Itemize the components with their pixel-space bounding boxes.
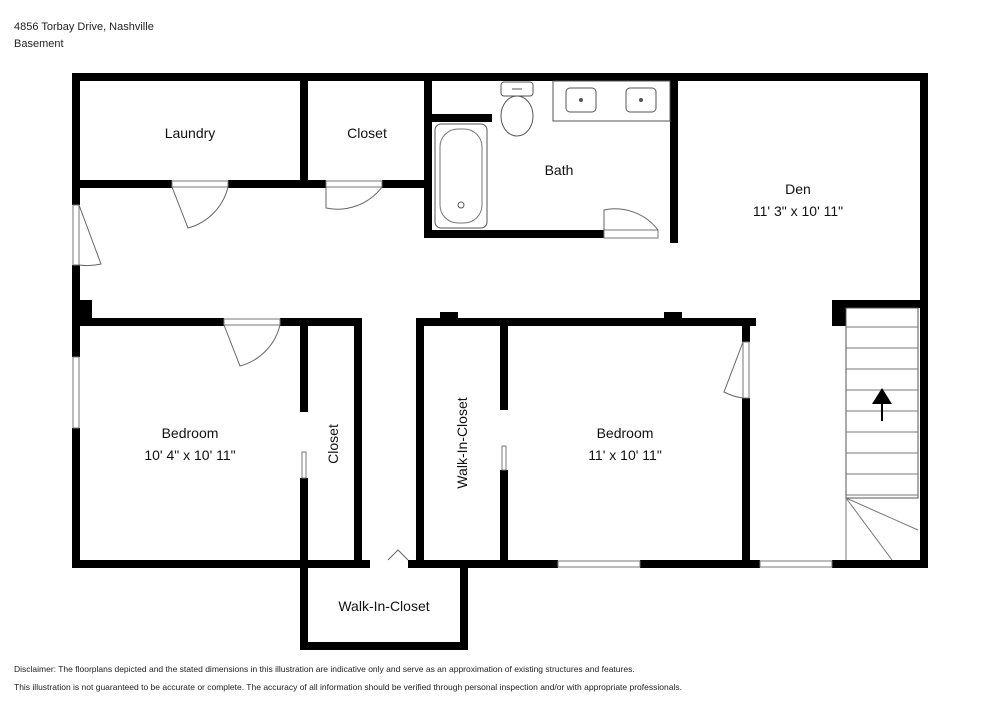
stair-winder-1	[845, 497, 919, 531]
room-label-den: Den	[785, 181, 811, 197]
bedroom-left-door-leaf	[223, 318, 281, 326]
wall-wic-v-right-b	[500, 470, 508, 568]
wall-bath-nook	[432, 114, 492, 122]
wall-bottom-mid2	[640, 560, 760, 568]
wall-stub-a	[440, 312, 458, 320]
wall-top	[72, 73, 928, 81]
wall-laundry-closet	[300, 73, 308, 188]
wall-closet-left-right	[354, 318, 362, 568]
disclaimer-line-2: This illustration is not guaranteed to b…	[14, 682, 682, 692]
drain-icon	[457, 201, 465, 209]
wall-wic-v-right-a	[500, 318, 508, 410]
wall-wic-bottom	[300, 642, 468, 650]
wall-bath-right	[670, 73, 678, 243]
wall-left-mid	[72, 265, 80, 357]
room-label-walk-in-closet-bottom: Walk-In-Closet	[338, 598, 429, 614]
room-label-closet-top: Closet	[347, 125, 387, 141]
wall-stub-left	[80, 300, 92, 318]
closet-left-slider	[301, 451, 307, 479]
bathtub-inner	[439, 128, 483, 224]
bedroom-right-door-swing	[723, 341, 744, 399]
faucet-right	[639, 98, 643, 102]
wall-bath-bottom	[424, 230, 604, 238]
wall-bottom-left	[72, 560, 308, 568]
wall-wic-right	[460, 560, 468, 650]
faucet-left	[579, 98, 583, 102]
window-left	[72, 356, 80, 429]
left-door-leaf	[72, 204, 80, 266]
laundry-door-swing	[171, 186, 229, 229]
bath-door-swing	[603, 208, 659, 231]
wall-closet-left-a	[300, 318, 308, 412]
wall-wic-top-left	[300, 560, 370, 568]
room-label-closet-left: Closet	[325, 424, 341, 464]
room-label-bath: Bath	[545, 162, 574, 178]
wall-stair-top	[832, 300, 928, 308]
wall-laundry-bottom-b	[228, 180, 326, 188]
wall-bottom-mid	[408, 560, 558, 568]
room-dims-bedroom-right: 11' x 10' 11"	[588, 447, 662, 463]
wall-closet-bath	[424, 73, 432, 238]
bath-door-leaf	[603, 229, 659, 239]
bedroom-right-door-leaf	[742, 341, 750, 399]
wall-hall-right-bottom	[416, 318, 756, 326]
wall-hall-left-bottom	[72, 318, 224, 326]
wall-bedroom-right-right-b	[742, 398, 750, 568]
address-text: 4856 Torbay Drive, Nashville	[14, 21, 154, 33]
wic-slider	[501, 445, 507, 471]
wall-closet-bottom	[382, 180, 432, 188]
wall-closet-left-b	[300, 478, 308, 568]
wall-wic-left	[300, 560, 308, 650]
bedroom-left-door-swing	[223, 324, 281, 367]
window-bedroom-right	[557, 560, 641, 568]
room-label-bedroom-left: Bedroom	[162, 425, 219, 441]
toilet-bowl	[500, 95, 534, 137]
wall-hall-left-bottom-b	[280, 318, 362, 326]
stair-winder-2	[845, 497, 893, 561]
window-hall-bottom	[759, 560, 833, 568]
wall-laundry-bottom-a	[72, 180, 172, 188]
room-dims-den: 11' 3" x 10' 11"	[753, 203, 843, 219]
closet-door-leaf	[325, 180, 383, 188]
room-label-bedroom-right: Bedroom	[597, 425, 654, 441]
wall-left-upper	[72, 73, 80, 205]
arrow-up-icon	[872, 388, 892, 421]
wall-bedroom-right-right-a	[742, 318, 750, 342]
floor-label: Basement	[14, 38, 64, 50]
wall-right	[920, 73, 928, 568]
room-label-walk-in-closet-vertical: Walk-In-Closet	[454, 397, 470, 488]
wall-stair-post	[832, 300, 846, 326]
disclaimer-line-1: Disclaimer: The floorplans depicted and …	[14, 664, 635, 674]
wall-bottom-right	[832, 560, 928, 568]
wall-wic-v-left	[416, 318, 424, 568]
room-dims-bedroom-left: 10' 4" x 10' 11"	[144, 447, 235, 463]
wic-door-swing	[387, 549, 409, 561]
left-door-swing	[78, 204, 102, 267]
wall-wic-top-right	[408, 560, 468, 568]
wall-left-lower	[72, 428, 80, 568]
laundry-door-leaf	[171, 180, 229, 188]
room-label-laundry: Laundry	[165, 125, 216, 141]
closet-door-swing	[325, 186, 383, 210]
wall-stub-b	[664, 312, 682, 320]
stair-treads	[846, 326, 918, 496]
